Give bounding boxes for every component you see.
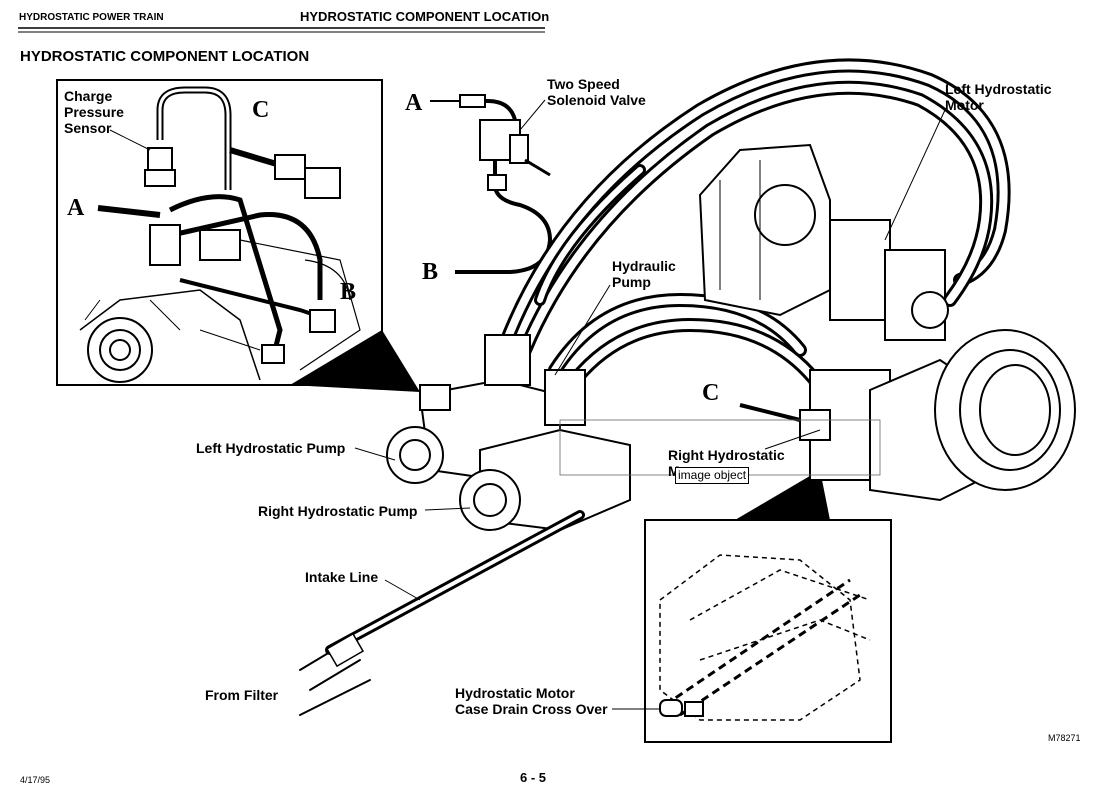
label-two-speed-solenoid: Two Speed Solenoid Valve [547,76,646,108]
label-from-filter: From Filter [205,687,279,703]
label-charge-pressure-sensor: Charge Pressure Sensor [64,88,124,136]
figure-id: M78271 [1048,733,1081,743]
letter-a-solenoid: A [405,90,423,116]
image-object-tooltip: image object [675,467,750,484]
letter-c-inset: C [252,97,270,123]
label-case-drain-cross-over: Hydrostatic Motor Case Drain Cross Over [455,685,608,717]
letter-b-solenoid: B [422,259,439,285]
page-title: HYDROSTATIC COMPONENT LOCATION [20,48,310,65]
inset-charge-sensor [56,79,383,386]
label-left-hydrostatic-motor: Left Hydrostatic Motor [945,81,1052,113]
label-left-hydrostatic-pump: Left Hydrostatic Pump [196,440,346,456]
footer-page-number: 6 - 5 [520,770,547,785]
letter-b-inset: B [340,279,357,305]
label-intake-line: Intake Line [305,569,379,585]
letter-a-inset: A [67,195,85,221]
header-title: HYDROSTATIC COMPONENT LOCATIOn [300,9,550,24]
label-right-hydrostatic-pump: Right Hydrostatic Pump [258,503,418,519]
label-hydraulic-pump: Hydraulic Pump [612,258,676,290]
letter-c-motor: C [702,380,720,406]
label-right-hydrostatic-motor: Right Hydrostatic M [668,447,785,479]
header-section: HYDROSTATIC POWER TRAIN [19,12,164,23]
footer-date: 4/17/95 [20,775,51,785]
